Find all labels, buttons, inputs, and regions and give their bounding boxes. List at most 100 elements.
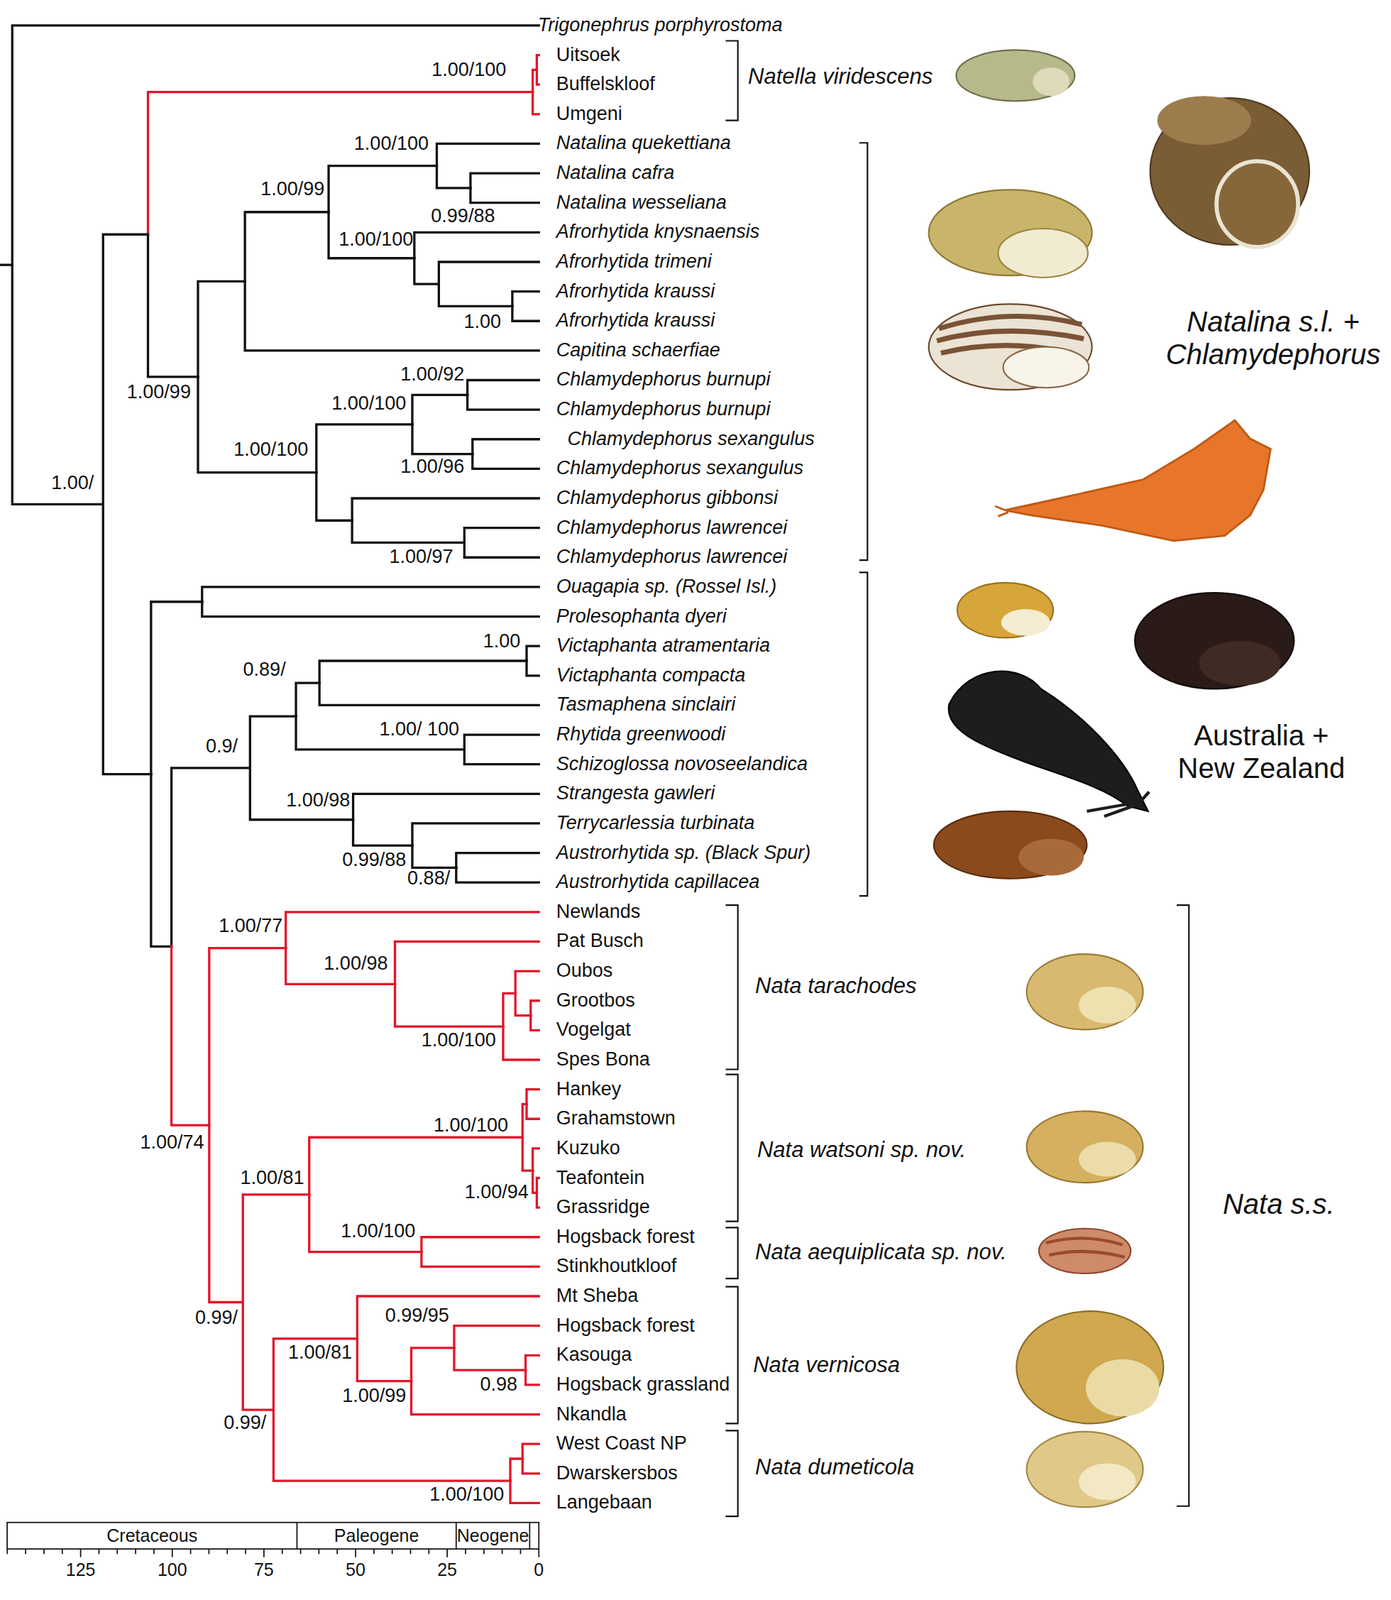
shell-photo (957, 582, 1054, 639)
shell-aperture (1216, 161, 1299, 247)
tree-branch (295, 716, 465, 750)
axis-tick (501, 1548, 504, 1554)
axis-tick (208, 1548, 211, 1554)
tree-branch (151, 601, 203, 775)
support-value: 0.99/ (195, 1307, 238, 1330)
axis-tick (190, 1548, 192, 1554)
axis-label: 100 (157, 1559, 188, 1580)
axis-tick (464, 1548, 467, 1554)
support-value: 1.00/100 (331, 393, 406, 416)
shell-photo (928, 303, 1093, 390)
shell-photo (1016, 1310, 1164, 1423)
axis-tick (24, 1548, 27, 1554)
tree-branch (522, 1458, 539, 1474)
tree-branch (12, 264, 103, 504)
taxon-label: Chlamydephorus lawrencei (556, 546, 788, 569)
tree-branch (438, 283, 513, 306)
support-value: 1.00/100 (429, 1483, 504, 1506)
tree-branch (12, 25, 539, 265)
population-label: Hogsback grassland (556, 1373, 731, 1396)
population-label: Grootbos (556, 989, 636, 1012)
shell-aperture (1078, 1141, 1137, 1177)
population-label: Oubos (556, 960, 614, 983)
tree-branch (412, 394, 468, 425)
tree-branch (352, 520, 465, 543)
slug-photo (948, 671, 1149, 812)
axis-tick (98, 1548, 101, 1554)
tree-branch (470, 188, 539, 203)
slug-tentacle (1086, 792, 1149, 817)
support-value: 1.00 (463, 311, 502, 334)
tree-branch (464, 542, 539, 558)
slug-photo (1004, 420, 1271, 541)
support-value: 1.00 (483, 630, 521, 653)
population-label: Stinkhoutkloof (556, 1255, 678, 1278)
tree-branch (456, 853, 539, 868)
tree-branch (525, 1369, 540, 1385)
axis-label: 125 (66, 1559, 96, 1580)
tree-branch (436, 143, 539, 166)
support-value: 1.00/77 (218, 915, 283, 938)
population-label: Buffelskloof (556, 73, 656, 96)
tree-branch (209, 1124, 243, 1302)
axis-tick (537, 1548, 540, 1558)
clade-bracket (725, 41, 738, 121)
shell-photo (955, 49, 1075, 101)
axis-tick (300, 1548, 302, 1554)
shell-spire (1157, 95, 1252, 145)
tree-branch (395, 983, 504, 1027)
taxon-label: Afrorhytida knysnaensis (556, 221, 761, 244)
support-value: 0.89/ (243, 659, 287, 682)
population-label: Nkandla (556, 1403, 627, 1426)
species-label: Nata tarachodes (755, 972, 917, 999)
tree-branch (421, 1251, 539, 1267)
tree-branch (151, 774, 172, 947)
population-label: Kuzuko (556, 1136, 621, 1159)
tree-branch (515, 970, 539, 993)
population-label: Hogsback forest (556, 1314, 695, 1337)
axis-tick (427, 1548, 430, 1554)
support-value: 1.00/100 (340, 1220, 416, 1243)
shell-aperture (1018, 838, 1084, 876)
population-label: Langebaan (556, 1491, 653, 1514)
tree-branch (395, 941, 540, 984)
clade-bracket (725, 1074, 738, 1222)
support-value: 0.98 (480, 1373, 519, 1396)
clade-bracket (1176, 904, 1189, 1506)
axis-tick (391, 1548, 394, 1554)
tree-branch (512, 305, 539, 321)
population-label: Dwarskersbos (556, 1461, 678, 1484)
taxon-label: Capitina schaerfiae (556, 339, 721, 362)
taxon-label: Afrorhytida kraussi (556, 310, 716, 333)
shell-photo (1038, 1228, 1131, 1274)
tree-branch (454, 1347, 526, 1370)
tree-branch (503, 1026, 539, 1060)
period-label: Paleogene (334, 1525, 420, 1546)
support-value: 0.99/95 (385, 1305, 450, 1328)
tree-branch (316, 424, 413, 473)
species-label: Nata vernicosa (752, 1352, 900, 1379)
tree-branch (470, 173, 539, 189)
time-axis (7, 1522, 539, 1558)
tree-branch (412, 424, 473, 455)
taxon-label: Schizoglossa novoseelandica (556, 752, 808, 775)
shell-aperture (1085, 1359, 1160, 1417)
support-value: 1.00/81 (239, 1167, 304, 1190)
tree-branch (411, 1381, 540, 1415)
axis-label: 75 (254, 1559, 274, 1580)
axis-tick (483, 1548, 485, 1554)
support-value: 1.00/74 (140, 1131, 205, 1154)
axis-tick (336, 1548, 338, 1554)
taxon-label: Afrorhytida trimeni (556, 250, 712, 273)
natalina-clade-label: Natalina s.l. + Chlamydephorus (1159, 305, 1387, 371)
support-value: 0.99/88 (430, 205, 495, 228)
population-label: Newlands (556, 900, 641, 923)
tree-branch (536, 55, 539, 71)
tree-branch (309, 1194, 422, 1252)
tree-branch (171, 946, 210, 1125)
tree-branch (202, 586, 540, 602)
support-value: 1.00/97 (388, 545, 453, 568)
taxon-label: Natalina wesseliana (556, 191, 727, 214)
tree-branch (328, 166, 437, 213)
period-label: Neogene (457, 1525, 529, 1546)
